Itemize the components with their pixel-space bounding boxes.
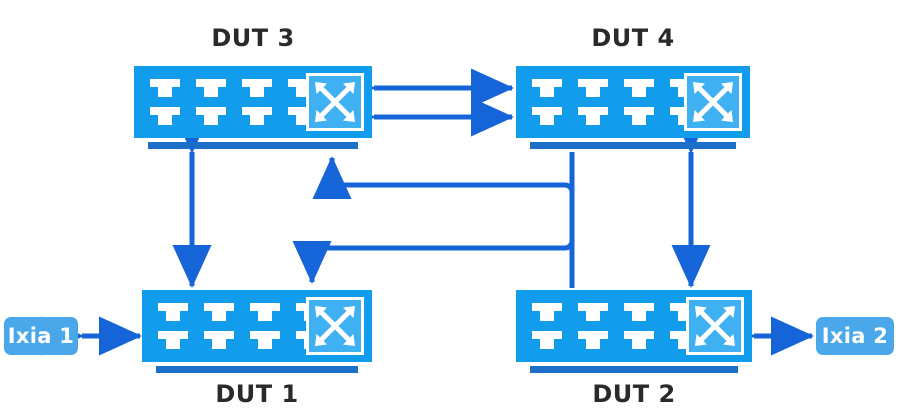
device-label-dut1: DUT 1 [215,380,299,408]
device-dut3[interactable]: DUT 3 [134,24,372,149]
device-dut1[interactable]: DUT 1 [142,290,372,408]
rj45-port-icon [202,301,240,326]
rj45-port-icon [668,301,706,326]
port-group [530,77,706,130]
rj45-port-icon [622,301,660,326]
rj45-port-icon [240,77,278,102]
rj45-port-icon [576,105,614,130]
device-label-dut4: DUT 4 [591,24,675,52]
link-dut4-dut1 [292,152,575,285]
crossbar-switch-icon [686,297,744,355]
device-stand [530,366,738,373]
rj45-port-icon [622,77,660,102]
rj45-port-icon [148,105,186,130]
link-dut2-dut3 [312,155,575,288]
device-dut4[interactable]: DUT 4 [516,24,750,149]
rj45-port-icon [248,301,286,326]
endpoint-label-ixia1: Ixia 1 [7,324,75,348]
device-stand [156,366,358,373]
rj45-port-icon [622,329,660,354]
endpoint-ixia2[interactable]: Ixia 2 [816,317,894,355]
rj45-port-icon [194,105,232,130]
rj45-port-icon [530,77,568,102]
chassis [516,66,750,138]
rj45-port-icon [202,329,240,354]
rj45-port-icon [668,329,706,354]
rj45-port-icon [156,329,194,354]
rj45-port-icon [286,105,324,130]
rj45-port-icon [530,301,568,326]
crossbar-switch-icon [306,73,364,131]
rj45-port-icon [576,301,614,326]
chassis [142,290,372,362]
rj45-port-icon [530,329,568,354]
endpoint-ixia1[interactable]: Ixia 1 [4,317,78,355]
rj45-port-icon [530,105,568,130]
crossbar-switch-icon [684,73,742,131]
port-group [148,77,324,130]
rj45-port-icon [148,77,186,102]
device-stand [148,142,358,149]
rj45-port-icon [286,77,324,102]
rj45-port-icon [156,301,194,326]
device-stand [530,142,736,149]
device-dut2[interactable]: DUT 2 [516,290,752,408]
chassis [516,290,752,362]
rj45-port-icon [194,77,232,102]
endpoint-label-ixia2: Ixia 2 [821,324,889,348]
crossbar-switch-icon [306,297,364,355]
device-label-dut3: DUT 3 [211,24,295,52]
rj45-port-icon [240,105,278,130]
rj45-port-icon [576,329,614,354]
rj45-port-icon [622,105,660,130]
rj45-port-icon [576,77,614,102]
chassis [134,66,372,138]
rj45-port-icon [248,329,286,354]
port-group [530,301,706,354]
device-label-dut2: DUT 2 [592,380,676,408]
